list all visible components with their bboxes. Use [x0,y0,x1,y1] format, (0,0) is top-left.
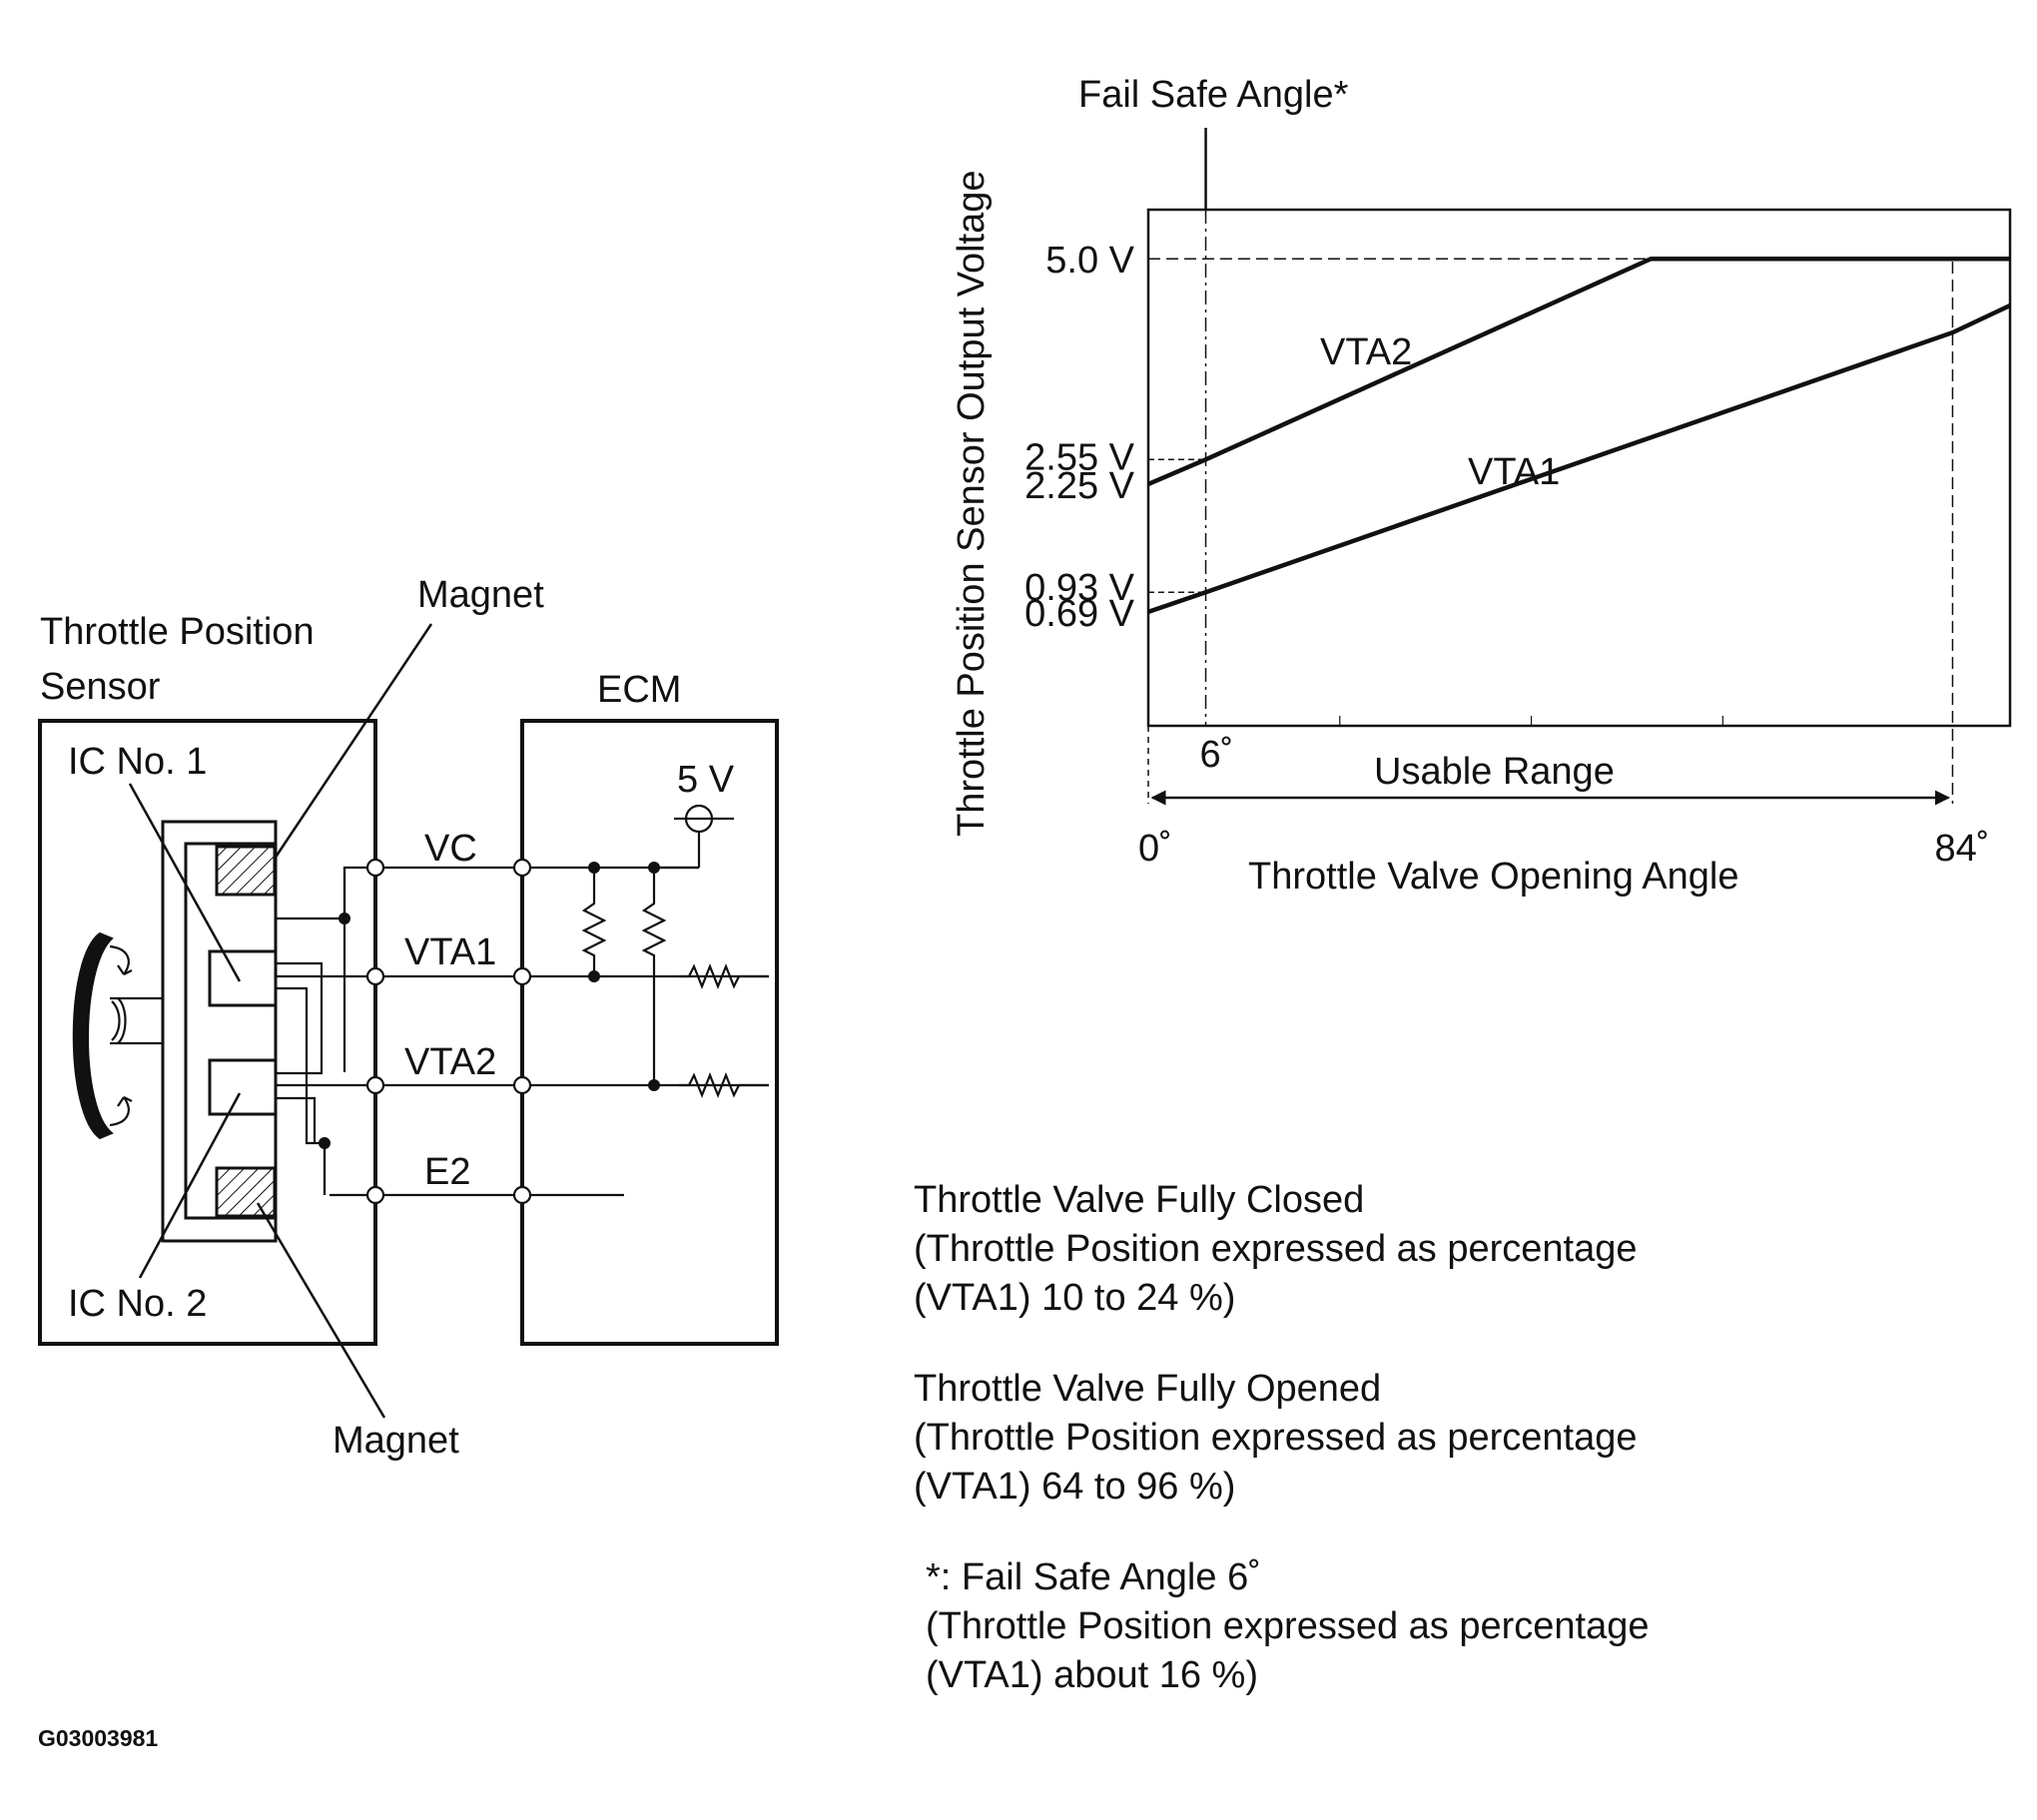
magnet-top-block [215,845,277,897]
terminal-e2-label: E2 [424,1151,470,1193]
rotation-icon [72,931,163,1140]
note-line: (Throttle Position expressed as percenta… [926,1605,1650,1647]
y-tick-label: 5.0 V [1045,240,1134,282]
note-line: Throttle Valve Fully Closed [914,1179,1365,1221]
fail-safe-label: Fail Safe Angle* [1078,74,1349,116]
sensor-title-line2: Sensor [40,666,161,708]
series-label-vta1: VTA1 [1468,451,1560,493]
series-line-vta2 [1147,256,2010,486]
note-fully-opened: Throttle Valve Fully Opened (Throttle Po… [914,1365,1912,1512]
ic1-block [208,949,278,1007]
note-fail-safe: *: Fail Safe Angle 6˚ (Throttle Position… [926,1553,1912,1700]
series-label-vta2: VTA2 [1320,331,1412,373]
ic1-label: IC No. 1 [68,741,207,783]
chart-series [1147,256,2011,615]
circuit-diagram [38,623,779,1419]
note-line: Throttle Valve Fully Opened [914,1368,1382,1410]
note-line: (Throttle Position expressed as percenta… [914,1228,1638,1270]
output-voltage-chart: 5.0 V 2.55 V2.25 V 0.93 V0.69 V 0˚ 6˚ 84˚ Fai… [951,74,2012,898]
magnet-bottom-block [215,1166,277,1218]
ecm-box [520,719,779,1346]
chart-tick-labels: 5.0 V 2.55 V2.25 V 0.93 V0.69 V 0˚ 6˚ 84˚ [1024,240,1989,870]
x-axis-label: Throttle Valve Opening Angle [1248,856,1739,898]
usable-range-label: Usable Range [1374,751,1615,793]
x-tick-label-84: 84˚ [1934,828,1989,870]
x-tick-label-0: 0˚ [1138,828,1172,870]
y-tick-label: 2.25 V [1024,465,1135,507]
figure-id: G03003981 [38,1725,159,1751]
notes-section: Throttle Valve Fully Closed (Throttle Po… [914,1176,1912,1742]
sensor-title-line1: Throttle Position [40,611,315,653]
series-line-vta1 [1147,303,2011,615]
note-fully-closed: Throttle Valve Fully Closed (Throttle Po… [914,1176,1912,1323]
note-line: *: Fail Safe Angle 6˚ [926,1556,1261,1598]
ecm-label: ECM [597,669,681,711]
chart-guides [1147,128,2010,806]
y-tick-label: 0.69 V [1024,593,1135,635]
circuit-labels: Throttle Position Sensor Magnet IC No. 1… [40,574,735,1462]
note-line: (Throttle Position expressed as percenta… [914,1417,1638,1459]
terminal-vc-label: VC [424,828,477,870]
magnet-top-label: Magnet [417,574,544,616]
plot-frame [1146,208,2012,728]
magnet-bottom-label: Magnet [333,1420,459,1462]
note-line: (VTA1) about 16 %) [926,1654,1259,1696]
terminal-nodes [365,858,532,1205]
x-tick-label-6: 6˚ [1200,734,1234,776]
y-tick-label: 2.55 V [1024,436,1135,478]
y-axis-label: Throttle Position Sensor Output Voltage [951,170,993,837]
terminal-vta2-label: VTA2 [404,1041,496,1083]
sensor-box [38,719,377,1346]
junction-dots [319,862,660,1149]
y-tick-label: 0.93 V [1024,567,1135,609]
note-line: (VTA1) 10 to 24 %) [914,1277,1236,1319]
ic2-block [208,1058,278,1116]
terminal-vta1-label: VTA1 [404,931,496,973]
supply-label: 5 V [677,759,735,801]
note-line: (VTA1) 64 to 96 %) [914,1466,1236,1508]
ic2-label: IC No. 2 [68,1283,207,1325]
